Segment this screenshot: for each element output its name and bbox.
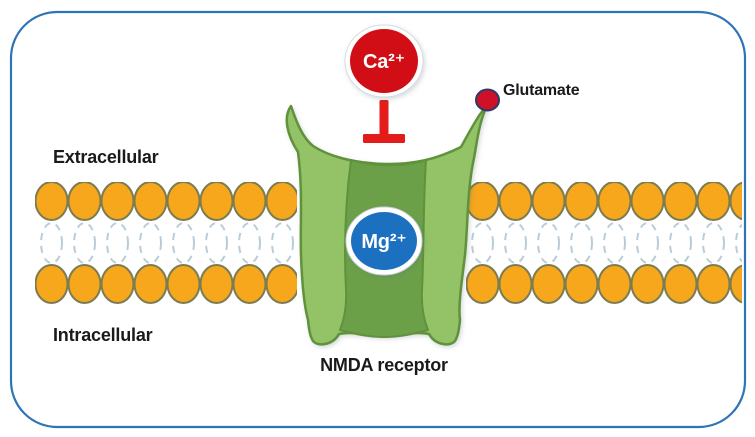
calcium-ion-circle [350,29,418,93]
membrane-right [466,182,742,304]
magnesium-ion-label: Mg²⁺ [361,231,406,253]
receptor-label: NMDA receptor [320,355,448,375]
glutamate-label: Glutamate [503,82,580,99]
frame-border [9,10,747,429]
magnesium-ion-circle [351,212,417,270]
calcium-ion: Ca²⁺ [344,24,424,98]
membrane-right-lipids [466,182,742,304]
membrane-left-lipids [35,182,297,304]
inhibition-t-bar-icon [363,100,405,143]
intracellular-label: Intracellular [53,325,153,345]
glutamate-dot [475,88,500,112]
magnesium-ion: Mg²⁺ [345,206,423,276]
membrane-left [35,182,297,304]
calcium-ion-label: Ca²⁺ [363,51,405,73]
extracellular-label: Extracellular [53,147,159,167]
